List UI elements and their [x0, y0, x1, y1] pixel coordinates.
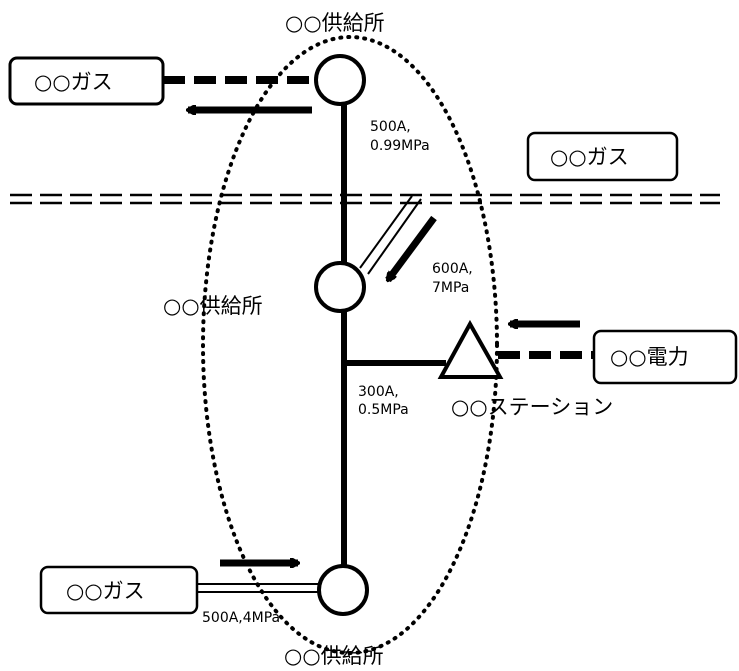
pipe-top-spec-line2: 0.99MPa — [370, 138, 430, 154]
power-label: ○○電力 — [610, 345, 689, 369]
gas-bottom-left-label: ○○ガス — [66, 579, 145, 603]
box-gas-top-left — [8, 56, 165, 106]
service-area-ellipse — [201, 35, 499, 655]
supply-label-bottom: ○○供給所 — [284, 644, 384, 668]
inflow-double-pipe — [359, 195, 422, 275]
supply-circle-top — [314, 54, 366, 106]
gas-right-label: ○○ガス — [550, 145, 629, 169]
pipe-mid-spec-line1: 600A, — [432, 261, 473, 277]
box-gas-bottom-left — [39, 565, 199, 615]
pipe-mid-spec-line2: 7MPa — [432, 280, 469, 296]
bottom-inflow-double-pipe — [197, 583, 322, 593]
supply-circle-mid — [314, 261, 366, 313]
pipe-top-spec-line1: 500A, — [370, 119, 411, 135]
supply-label-mid: ○○供給所 — [163, 294, 263, 318]
supply-label-top: ○○供給所 — [285, 11, 385, 35]
arrow-into-mid-supply — [385, 215, 437, 280]
pipe-bottom-spec: 500A,4MPa — [202, 610, 280, 626]
double-dashed-boundary — [10, 193, 720, 205]
station-triangle — [437, 319, 504, 379]
box-power — [592, 329, 738, 385]
supply-circle-bottom — [317, 564, 369, 616]
station-label: ○○ステーション — [451, 395, 613, 419]
pipe-branch-spec-line2: 0.5MPa — [358, 402, 409, 418]
pipe-branch-spec-line1: 300A, — [358, 384, 399, 400]
gas-top-left-label: ○○ガス — [34, 70, 113, 94]
box-gas-right — [526, 131, 679, 182]
